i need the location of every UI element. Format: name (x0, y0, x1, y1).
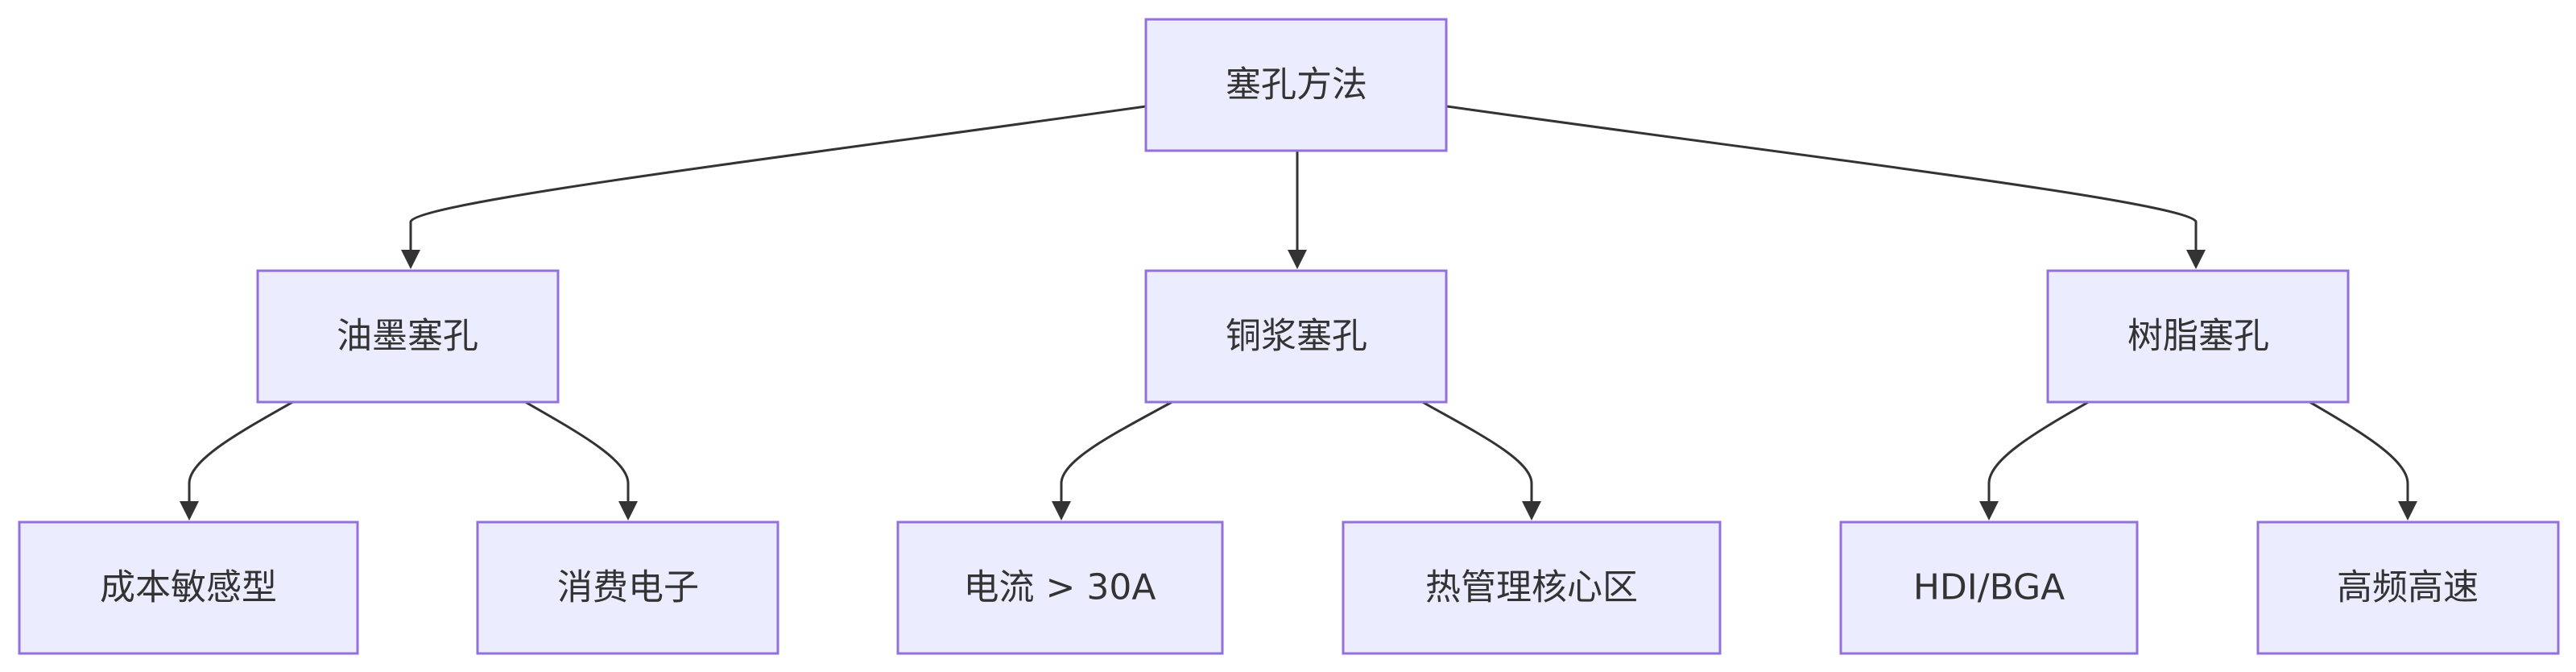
node-thermal-core-label: 热管理核心区 (1425, 567, 1638, 608)
arrowhead-thermal (1522, 501, 1541, 521)
arrowhead-cost (180, 501, 199, 521)
edge-ink-consumer (522, 399, 630, 501)
edge-ink-cost (188, 399, 296, 501)
edge-root-resin (1446, 105, 2198, 250)
node-high-current: 电流 > 30A (896, 521, 1224, 655)
node-hdi-bga: HDI/BGA (1839, 521, 2139, 655)
edge-resin-highfreq (2306, 399, 2409, 501)
node-high-frequency: 高频高速 (2256, 521, 2560, 655)
node-high-frequency-label: 高频高速 (2337, 567, 2479, 608)
arrowhead-current (1052, 501, 1071, 521)
node-copper-plugging-label: 铜浆塞孔 (1226, 316, 1367, 357)
node-consumer-electronics-label: 消费电子 (557, 567, 699, 608)
node-resin-plugging-label: 树脂塞孔 (2127, 316, 2269, 357)
node-cost-sensitive: 成本敏感型 (18, 521, 359, 655)
node-consumer-electronics: 消费电子 (476, 521, 779, 655)
edge-resin-hdi (1987, 399, 2092, 501)
arrowhead-consumer (618, 501, 638, 521)
node-thermal-core: 热管理核心区 (1342, 521, 1722, 655)
edge-copper-current (1060, 399, 1176, 501)
node-ink-plugging-label: 油墨塞孔 (337, 316, 478, 357)
arrowhead-hdi (1979, 501, 1999, 521)
edges (180, 105, 2417, 521)
node-root: 塞孔方法 (1144, 18, 1448, 152)
arrowhead-copper (1288, 250, 1307, 269)
node-copper-plugging: 铜浆塞孔 (1144, 269, 1448, 404)
arrowhead-ink (401, 250, 420, 269)
node-resin-plugging: 树脂塞孔 (2046, 269, 2350, 404)
edge-copper-thermal (1419, 399, 1533, 501)
node-hdi-bga-label: HDI/BGA (1913, 567, 2065, 608)
edge-root-ink (409, 105, 1147, 250)
node-cost-sensitive-label: 成本敏感型 (100, 567, 277, 608)
node-root-label: 塞孔方法 (1226, 64, 1367, 106)
arrowhead-resin (2186, 250, 2206, 269)
node-ink-plugging: 油墨塞孔 (256, 269, 560, 404)
node-high-current-label: 电流 > 30A (964, 567, 1156, 608)
arrowhead-highfreq (2398, 501, 2417, 521)
